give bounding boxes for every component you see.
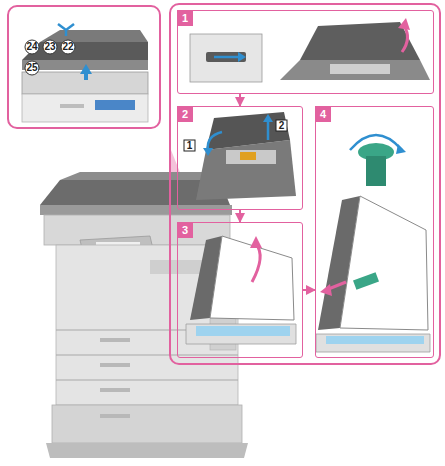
step-marker: 2 <box>279 121 285 131</box>
step-panel: 1 <box>177 10 434 94</box>
steps-frame <box>170 4 440 364</box>
inset-scanner <box>22 24 148 122</box>
step2-art <box>184 112 296 200</box>
step-number: 1 <box>177 10 193 26</box>
step-panel: 4 <box>315 106 434 358</box>
step-marker: 1 <box>187 141 193 151</box>
step-arrow <box>239 210 241 222</box>
step-number: 3 <box>177 222 193 238</box>
step3-art <box>186 236 296 344</box>
step-arrow <box>303 289 315 291</box>
callout-number: 24 <box>26 42 37 52</box>
step1-art <box>190 18 430 82</box>
step-panel: 3 <box>177 222 303 358</box>
callout-circles <box>25 40 75 75</box>
callout-number: 22 <box>62 42 73 52</box>
step-number: 2 <box>177 106 193 122</box>
step4-art <box>316 135 430 352</box>
step-arrow <box>239 94 241 106</box>
step-number: 4 <box>315 106 331 122</box>
callout-number: 23 <box>44 42 55 52</box>
callout-number: 25 <box>26 63 37 73</box>
inset-frame <box>8 6 160 128</box>
